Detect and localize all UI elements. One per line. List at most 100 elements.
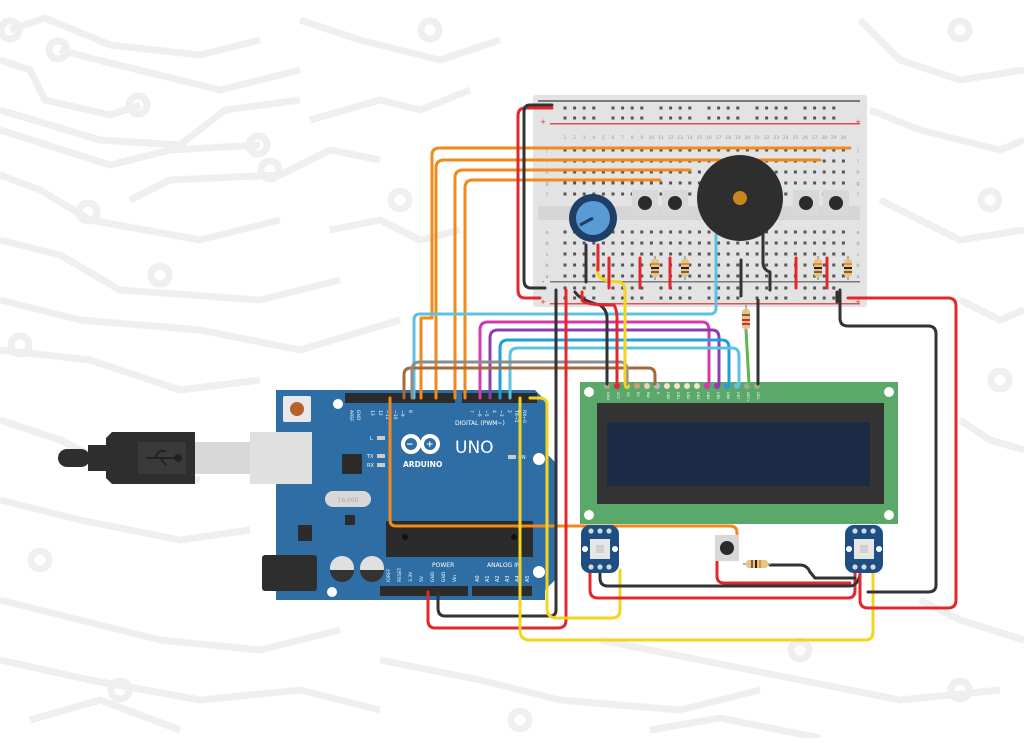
arduino-uno-board[interactable]: 16.000 − + ARDUINO UNO DIGITAL (PWM~) PO… [250, 390, 555, 600]
rail-hole[interactable] [640, 286, 644, 290]
breadboard-hole[interactable] [563, 263, 567, 267]
breadboard-hole[interactable] [726, 148, 730, 152]
breadboard-hole[interactable] [717, 263, 721, 267]
breadboard-hole[interactable] [755, 148, 759, 152]
lcd-pin[interactable] [673, 382, 681, 390]
breadboard-hole[interactable] [841, 170, 845, 174]
breadboard-hole[interactable] [697, 230, 701, 234]
rail-hole[interactable] [573, 286, 577, 290]
breadboard-hole[interactable] [784, 263, 788, 267]
power-header[interactable] [380, 586, 468, 596]
breadboard-hole[interactable] [611, 274, 615, 278]
rail-hole[interactable] [726, 286, 730, 290]
rail-hole[interactable] [832, 106, 836, 110]
rail-hole[interactable] [822, 116, 826, 120]
wire-orange[interactable] [434, 158, 822, 400]
rail-hole[interactable] [774, 116, 778, 120]
breadboard-hole[interactable] [678, 274, 682, 278]
breadboard-hole[interactable] [822, 252, 826, 256]
breadboard-hole[interactable] [726, 263, 730, 267]
breadboard-hole[interactable] [784, 252, 788, 256]
rail-hole[interactable] [659, 106, 663, 110]
breadboard-hole[interactable] [592, 263, 596, 267]
rail-hole[interactable] [611, 286, 615, 290]
breadboard-hole[interactable] [755, 263, 759, 267]
breadboard-hole[interactable] [621, 241, 625, 245]
rail-hole[interactable] [688, 286, 692, 290]
rail-hole[interactable] [717, 116, 721, 120]
breadboard-hole[interactable] [678, 252, 682, 256]
breadboard-hole[interactable] [688, 148, 692, 152]
breadboard-hole[interactable] [659, 148, 663, 152]
breadboard-hole[interactable] [803, 263, 807, 267]
breadboard-hole[interactable] [630, 263, 634, 267]
breadboard-hole[interactable] [697, 170, 701, 174]
analog-header[interactable] [472, 586, 532, 596]
breadboard-hole[interactable] [563, 252, 567, 256]
rail-hole[interactable] [803, 296, 807, 300]
breadboard-hole[interactable] [611, 241, 615, 245]
breadboard-hole[interactable] [688, 241, 692, 245]
potentiometer[interactable] [569, 194, 617, 242]
rail-hole[interactable] [678, 286, 682, 290]
rail-hole[interactable] [726, 116, 730, 120]
breadboard-hole[interactable] [611, 181, 615, 185]
breadboard-hole[interactable] [832, 230, 836, 234]
resistor[interactable] [844, 256, 852, 280]
breadboard-hole[interactable] [707, 241, 711, 245]
breadboard-hole[interactable] [640, 252, 644, 256]
breadboard-hole[interactable] [765, 252, 769, 256]
breadboard-hole[interactable] [592, 148, 596, 152]
breadboard-hole[interactable] [563, 170, 567, 174]
wire-orange[interactable] [453, 168, 692, 400]
rail-hole[interactable] [765, 116, 769, 120]
wire-pin13-orange[interactable] [388, 396, 739, 542]
breadboard-hole[interactable] [601, 170, 605, 174]
reset-button[interactable] [290, 402, 304, 416]
rail-hole[interactable] [630, 296, 634, 300]
resistor[interactable] [651, 256, 659, 280]
breadboard-hole[interactable] [774, 274, 778, 278]
wire-right-red[interactable] [846, 296, 958, 610]
rail-hole[interactable] [659, 116, 663, 120]
breadboard-hole[interactable] [649, 252, 653, 256]
wire-red[interactable] [715, 558, 852, 585]
breadboard-hole[interactable] [611, 230, 615, 234]
lcd-pin[interactable] [663, 382, 671, 390]
breadboard-hole[interactable] [745, 263, 749, 267]
rail-hole[interactable] [755, 116, 759, 120]
breadboard-hole[interactable] [717, 148, 721, 152]
breadboard-hole[interactable] [582, 263, 586, 267]
rail-hole[interactable] [621, 106, 625, 110]
rail-hole[interactable] [582, 116, 586, 120]
breadboard-hole[interactable] [765, 263, 769, 267]
lcd-pin[interactable] [643, 382, 651, 390]
breadboard-hole[interactable] [784, 241, 788, 245]
breadboard-hole[interactable] [832, 241, 836, 245]
breadboard-hole[interactable] [611, 252, 615, 256]
lcd-pin[interactable] [633, 382, 641, 390]
breadboard-hole[interactable] [774, 241, 778, 245]
lcd-pin[interactable] [683, 382, 691, 390]
breadboard-hole[interactable] [784, 181, 788, 185]
breadboard-hole[interactable] [630, 170, 634, 174]
rail-hole[interactable] [813, 286, 817, 290]
breadboard-hole[interactable] [841, 159, 845, 163]
breadboard-hole[interactable] [688, 230, 692, 234]
breadboard-hole[interactable] [832, 263, 836, 267]
breadboard-hole[interactable] [621, 252, 625, 256]
breadboard-hole[interactable] [765, 241, 769, 245]
breadboard-hole[interactable] [659, 263, 663, 267]
rail-hole[interactable] [678, 106, 682, 110]
breadboard-hole[interactable] [717, 241, 721, 245]
breadboard-hole[interactable] [659, 181, 663, 185]
breadboard-hole[interactable] [573, 181, 577, 185]
rail-hole[interactable] [640, 106, 644, 110]
rail-hole[interactable] [592, 116, 596, 120]
breadboard-hole[interactable] [726, 274, 730, 278]
breadboard-hole[interactable] [659, 192, 663, 196]
breadboard-hole[interactable] [841, 263, 845, 267]
breadboard-hole[interactable] [563, 181, 567, 185]
rail-hole[interactable] [736, 296, 740, 300]
rail-hole[interactable] [803, 116, 807, 120]
